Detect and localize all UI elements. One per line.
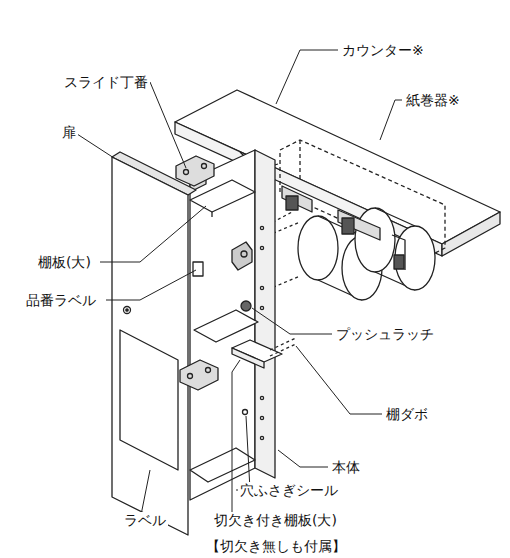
shelf-top-edge (211, 212, 212, 217)
shelf-bottom (190, 448, 255, 482)
holder-bracket (282, 186, 312, 212)
dowel-hole (260, 286, 263, 289)
dowel-hole (260, 226, 263, 229)
seal-hole (243, 410, 248, 415)
body-side (255, 150, 275, 478)
part-label: プッシュラッチ (334, 326, 436, 342)
door-screw (126, 309, 128, 311)
leader-line (100, 206, 206, 262)
dowel-hole (260, 436, 263, 439)
door-screw (124, 307, 131, 314)
leader-line (278, 450, 328, 467)
part-label: カウンター※ (340, 42, 426, 58)
dowel-hole (260, 246, 263, 249)
door (112, 152, 196, 535)
counter-end (442, 212, 500, 256)
leader-line (252, 308, 332, 334)
hinge-screw (202, 164, 207, 169)
part-label: 棚板(大) (36, 254, 93, 270)
shelf-middle (194, 310, 258, 342)
paper-roll (355, 208, 395, 272)
holder-bracket (286, 196, 298, 210)
shelf-dowel (270, 338, 296, 356)
part-label: 切欠き付き棚板(大) (212, 512, 339, 528)
part-label: スライド丁番 (62, 74, 150, 90)
leader-line (236, 416, 250, 490)
holder-bracket (394, 255, 404, 269)
dowel-holes (260, 226, 263, 439)
paper-roll-end (395, 226, 435, 290)
holder-bracket (392, 235, 405, 270)
hinge-upper (176, 156, 214, 186)
shelf-top (190, 180, 255, 212)
holder-bracket (338, 210, 380, 240)
holder-bracket (342, 218, 354, 234)
part-label: 棚ダボ (384, 406, 430, 422)
hinge-screw (188, 374, 193, 379)
part-label: 扉 (60, 124, 78, 140)
push-latch-part (241, 301, 251, 311)
leader-lines (74, 50, 402, 520)
leader-line (296, 346, 382, 414)
leader-line (276, 50, 338, 104)
holder-box-edge (299, 140, 300, 180)
leader-line (112, 82, 186, 168)
dowel-hole (260, 306, 263, 309)
slide-hinge (176, 156, 218, 390)
hinge-screw (184, 170, 189, 175)
push-latch-hole (241, 251, 247, 257)
note-label: 【切欠き無しも付属】 (204, 538, 348, 554)
door-face (112, 157, 188, 535)
part-label: ラベル (122, 512, 168, 528)
part-label: 品番ラベル (24, 292, 98, 308)
paper-holder (262, 140, 445, 300)
notched-shelf (232, 338, 296, 368)
leader-line (74, 132, 114, 158)
part-label: 紙巻器※ (404, 92, 462, 108)
part-label: 本体 (330, 459, 362, 475)
part-label: 穴ふさぎシール (238, 482, 340, 498)
hinge-lower (180, 360, 218, 390)
dowel-hole (260, 416, 263, 419)
leader-line (106, 270, 196, 300)
hinge-screw (206, 368, 211, 373)
push-latch (232, 242, 252, 270)
paper-roll (298, 216, 338, 280)
product-label-plate (193, 262, 203, 276)
leader-line (380, 100, 402, 140)
door-label (120, 330, 178, 470)
dowel-hole (260, 396, 263, 399)
